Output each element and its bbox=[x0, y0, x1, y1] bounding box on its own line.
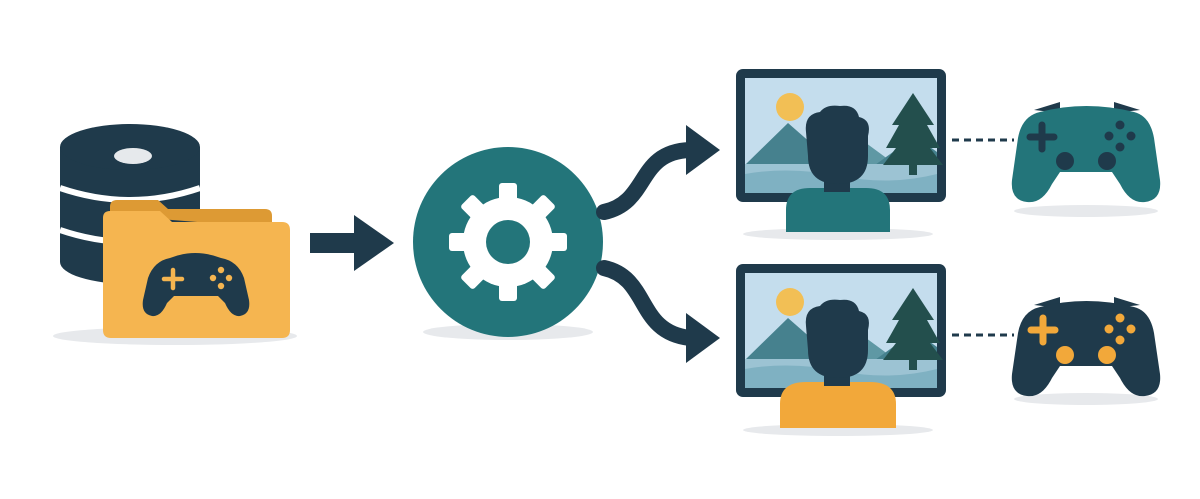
source-node bbox=[53, 124, 297, 345]
gamepad-2 bbox=[1011, 297, 1161, 405]
gamepad-2-shadow bbox=[1014, 393, 1158, 405]
gamepad-icon bbox=[1011, 297, 1161, 397]
arrow-source-to-processor bbox=[310, 215, 394, 271]
gear-icon bbox=[449, 183, 567, 301]
player-1-node bbox=[736, 69, 946, 240]
player-2-node bbox=[736, 264, 946, 436]
gamepad-1 bbox=[1011, 102, 1161, 217]
gamepad-1-shadow bbox=[1014, 205, 1158, 217]
arrow-processor-to-player-2 bbox=[596, 260, 720, 363]
person-icon bbox=[786, 105, 890, 232]
gamepad-icon bbox=[1011, 102, 1161, 203]
gamepad-icon bbox=[142, 253, 250, 317]
person-icon bbox=[780, 299, 896, 428]
processor-node bbox=[413, 147, 603, 340]
arrow-processor-to-player-1 bbox=[596, 125, 720, 220]
